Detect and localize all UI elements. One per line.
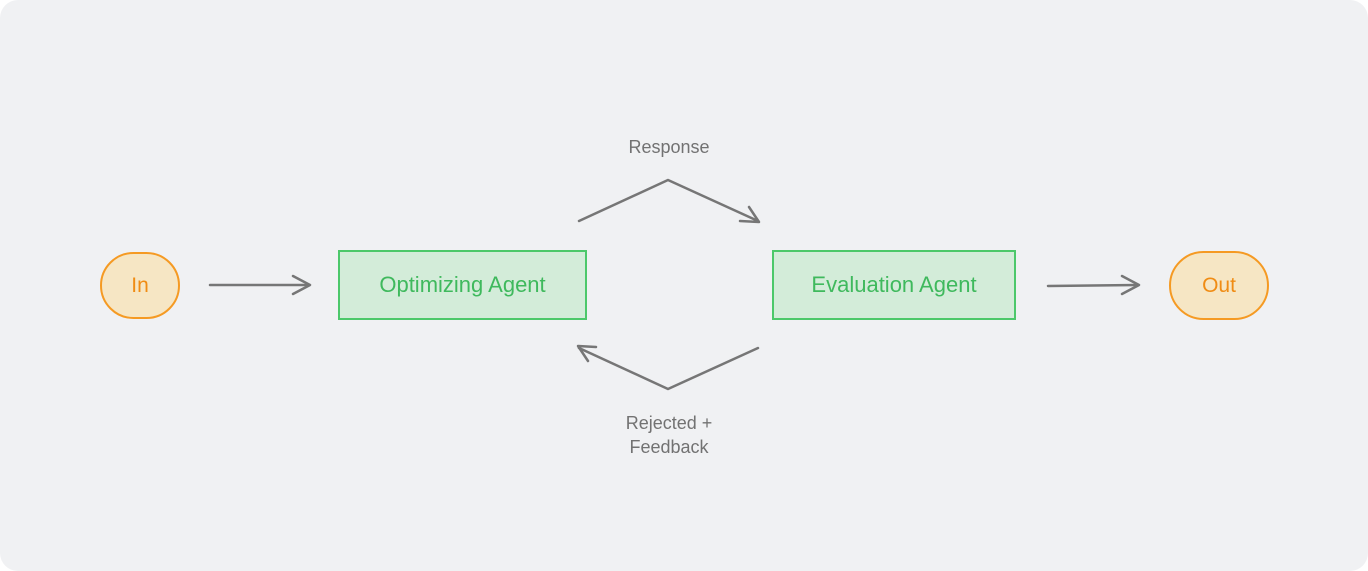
edge-rejected-feedback: [576, 344, 760, 391]
edge-in-to-optimizer: [208, 274, 312, 296]
arrowhead-right-icon: [291, 274, 312, 296]
node-in-label: In: [131, 273, 149, 297]
node-in: In: [100, 252, 180, 319]
edge-label-line: Rejected +: [625, 413, 713, 433]
node-evaluation-agent-label: Evaluation Agent: [811, 272, 977, 297]
node-out: Out: [1169, 251, 1269, 320]
edge-line: [577, 346, 760, 391]
edge-evaluator-to-out: [1046, 274, 1141, 296]
edge-label-response: Response: [628, 137, 710, 157]
node-out-label: Out: [1202, 273, 1236, 297]
edge-label-line: Feedback: [629, 437, 709, 457]
node-evaluation-agent: Evaluation Agent: [772, 250, 1016, 320]
arrowhead-left-icon: [576, 344, 598, 363]
node-optimizing-agent: Optimizing Agent: [338, 250, 587, 320]
edge-line: [1046, 283, 1139, 288]
edge-label-rejected-feedback: Rejected + Feedback: [569, 411, 769, 459]
arrowhead-right-icon: [1120, 274, 1141, 296]
edge-line: [577, 178, 760, 223]
edge-response: [577, 178, 761, 224]
arrowhead-right-icon: [738, 205, 761, 224]
node-optimizing-agent-label: Optimizing Agent: [379, 272, 546, 297]
